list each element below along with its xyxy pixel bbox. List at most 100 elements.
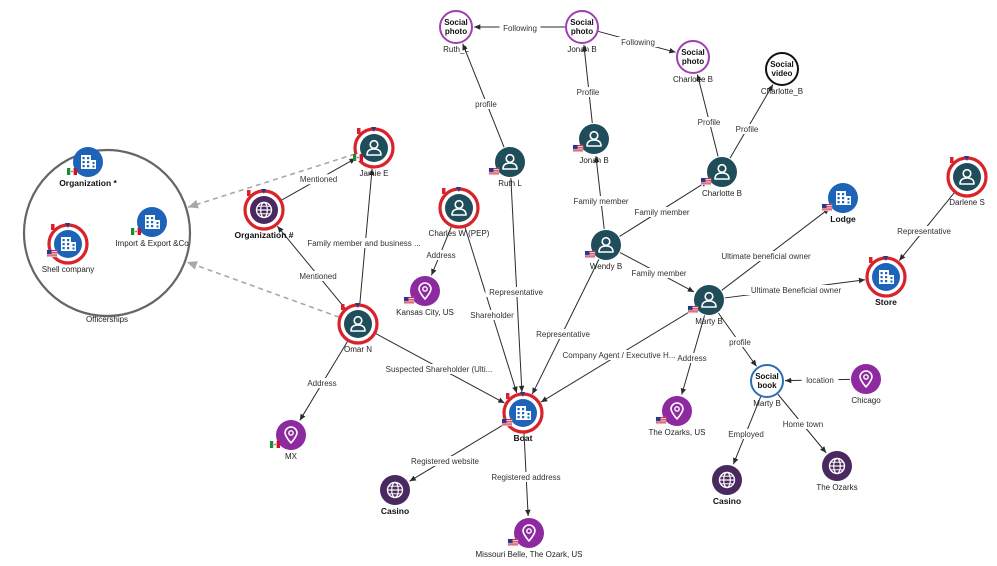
relationship-edge[interactable] [462, 43, 505, 148]
edge-label-bg [555, 350, 683, 360]
relationship-edge[interactable] [721, 207, 830, 291]
globe-icon [380, 475, 410, 505]
building-icon [828, 183, 858, 213]
edge-label-text: Following [621, 38, 655, 47]
relationship-edge[interactable] [409, 422, 507, 482]
node-mx[interactable]: MX [270, 420, 306, 461]
relationship-edge[interactable] [359, 168, 375, 305]
pin-icon [851, 364, 881, 394]
pin-icon [514, 518, 544, 548]
edge-label: Suspected Shareholder (Ulti... [375, 364, 503, 374]
node-org-hash[interactable]: Organization # [234, 189, 294, 240]
edge-label-text: Representative [489, 288, 543, 297]
node-charlotteb[interactable]: Charlotte B [700, 157, 742, 198]
alert-marker [456, 187, 461, 192]
node-ozarks[interactable]: The Ozarks [816, 451, 858, 492]
globe-icon [822, 451, 852, 481]
node-impexp[interactable]: Import & Export &Co [115, 207, 189, 248]
node-charles[interactable]: Charles W (PEP) [429, 187, 490, 238]
node-chicago[interactable]: Chicago [851, 364, 881, 405]
us-flag-icon [507, 538, 519, 547]
alert-marker [883, 256, 888, 261]
node-label: Marty B [695, 317, 723, 326]
node-casino-l[interactable]: Casino [380, 475, 410, 516]
edge-label-bg [730, 124, 764, 134]
us-flag-icon [403, 296, 415, 305]
us-flag-icon [488, 167, 500, 176]
relationship-edge[interactable] [531, 259, 600, 395]
edge-label: Registered address [487, 472, 565, 482]
edge-label: Representative [485, 287, 547, 297]
edge-label: Mentioned [297, 271, 339, 281]
relationship-edge[interactable] [510, 177, 525, 393]
relationship-edge[interactable] [696, 74, 719, 157]
edge-label-bg [487, 472, 565, 482]
node-ruthl[interactable]: Ruth L [488, 147, 525, 188]
relationship-edge[interactable] [581, 44, 593, 124]
person-icon [591, 230, 621, 260]
officerships-group-circle[interactable] [22, 148, 192, 318]
edge-label: Following [499, 23, 541, 33]
node-shell[interactable]: Shell company [42, 223, 94, 274]
node-label: Lodge [830, 214, 856, 224]
edge-label: location [801, 375, 839, 385]
node-label: Shell company [42, 265, 94, 274]
social-node-text: Social [755, 372, 779, 381]
node-kc[interactable]: Kansas City, US [396, 276, 454, 317]
edge-label-bg [375, 364, 503, 374]
pin-icon [662, 396, 692, 426]
relationship-edge[interactable] [593, 155, 605, 230]
us-flag-icon [687, 305, 699, 314]
edge-label-text: Family member [634, 208, 689, 217]
mx-flag-icon [67, 168, 77, 175]
node-label: The Ozarks [816, 483, 857, 492]
edge-label-text: Employed [728, 430, 764, 439]
social-node-text: Social [570, 18, 594, 27]
edge-label: Family member [630, 268, 688, 278]
node-omar[interactable]: Omar N [337, 303, 379, 354]
officership-dashed-edge[interactable] [187, 153, 356, 209]
relationship-edge[interactable] [729, 84, 774, 159]
node-jamie[interactable]: Jamie E [353, 127, 395, 178]
node-boat[interactable]: Boat [501, 392, 544, 443]
person-icon [495, 147, 525, 177]
mx-flag-icon [131, 228, 141, 235]
node-casino-r[interactable]: Casino [712, 465, 742, 506]
edge-label-bg [406, 456, 484, 466]
node-label: Marty B [753, 399, 781, 408]
edge-label-text: Address [426, 251, 455, 260]
node-label: Organization * [59, 178, 117, 188]
edge-label: Address [305, 378, 339, 388]
node-org-star[interactable]: Organization * [59, 147, 117, 188]
node-label: Jonah B [567, 45, 596, 54]
node-lodge[interactable]: Lodge [821, 183, 858, 224]
node-martyb[interactable]: Marty B [687, 285, 724, 326]
social-node-text: Social [681, 48, 705, 57]
node-label: Import & Export &Co [115, 239, 189, 248]
node-label: The Ozarks, US [649, 428, 706, 437]
edge-label: Following [617, 37, 659, 47]
node-missouri[interactable]: Missouri Belle, The Ozark, US [476, 518, 583, 559]
edge-label-text: Following [503, 24, 537, 33]
node-wendyb[interactable]: Wendy B [584, 230, 622, 271]
node-store[interactable]: Store [865, 256, 907, 307]
alert-marker [371, 127, 376, 132]
edge-label: Address [424, 250, 458, 260]
node-ozarks-us[interactable]: The Ozarks, US [649, 396, 706, 437]
relationship-edge[interactable] [276, 225, 346, 309]
alert-marker [964, 156, 969, 161]
node-jonahb[interactable]: Jonah B [572, 124, 609, 165]
node-darlene[interactable]: Darlene S [946, 156, 988, 207]
pin-icon [276, 420, 306, 450]
alert-marker [355, 303, 360, 308]
social-node-text: Social [770, 60, 794, 69]
social-node-text: photo [682, 57, 704, 66]
officership-dashed-edge[interactable] [186, 261, 340, 318]
